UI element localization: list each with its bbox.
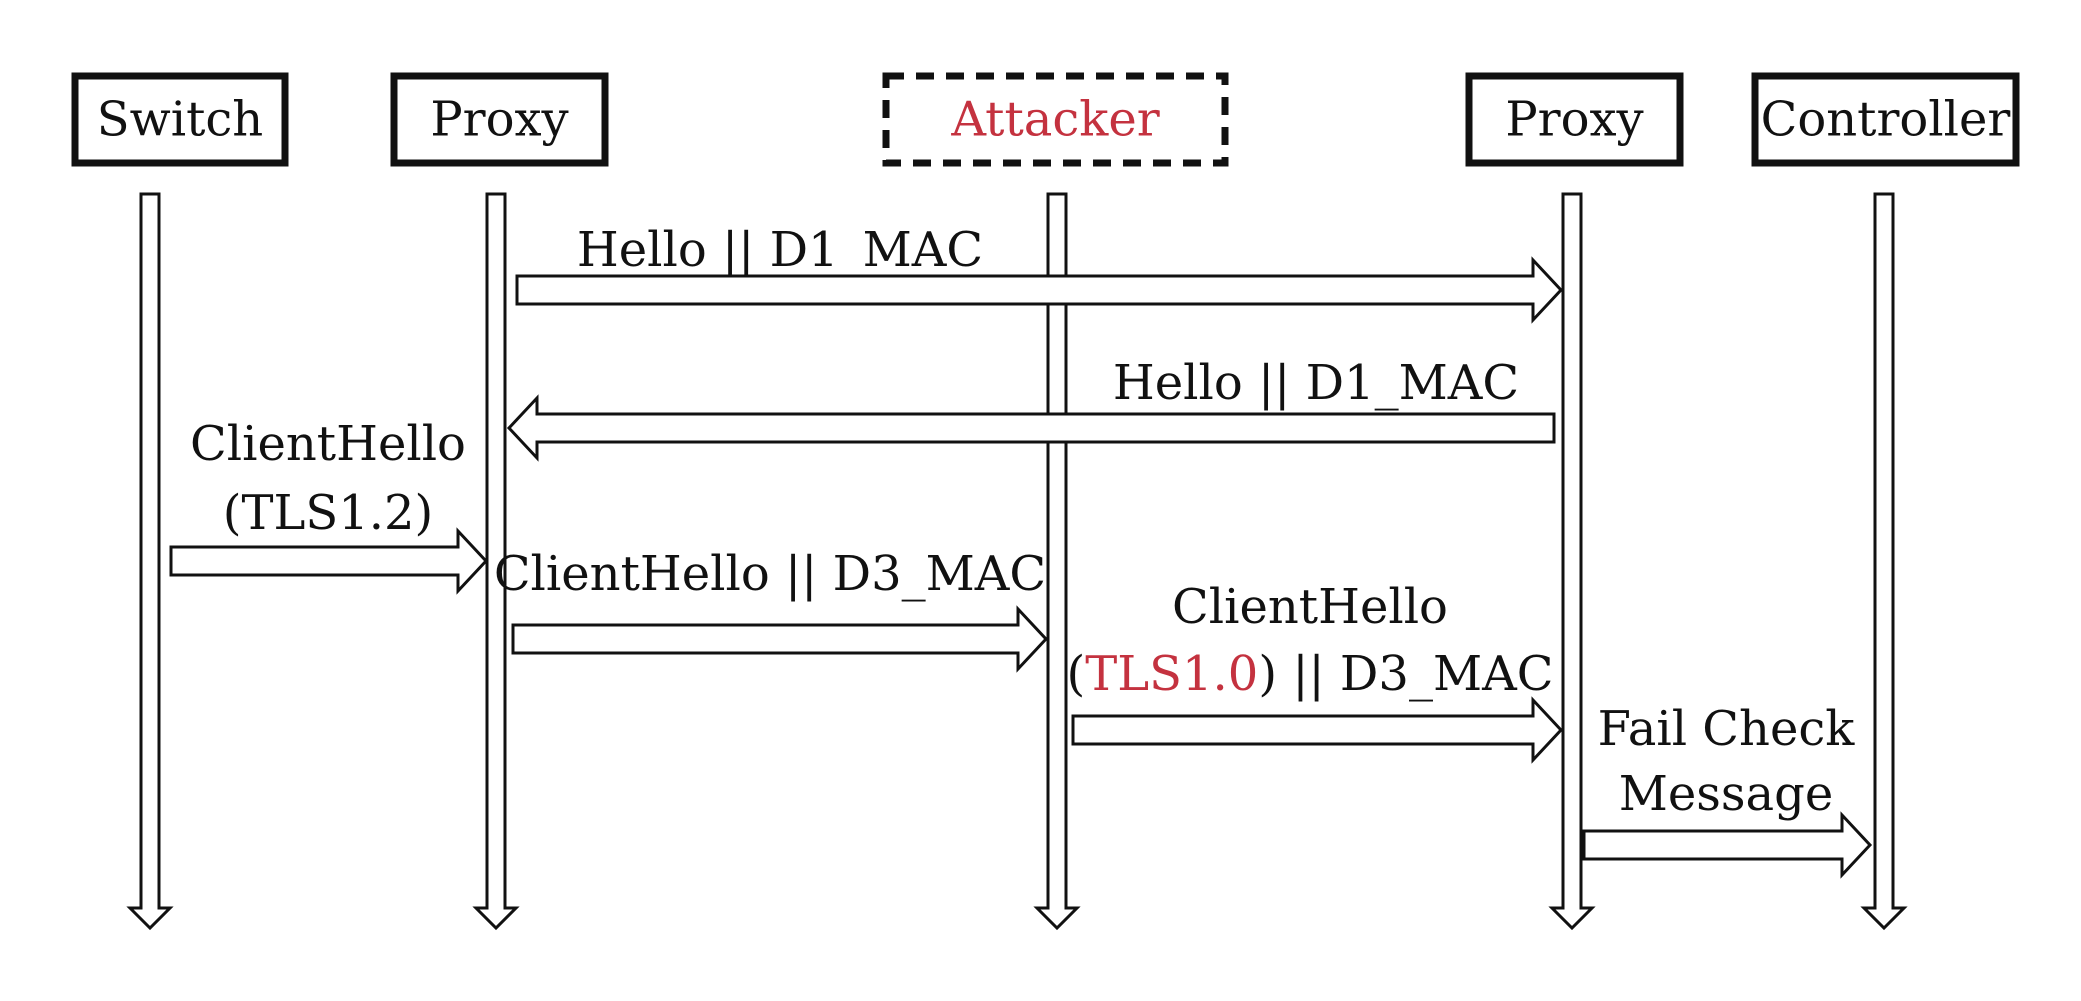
message-label-segment: ClientHello (190, 416, 466, 472)
lifeline-switch (126, 192, 174, 931)
message-label-clienthello-tls10-d3-line-2: (TLS1.0) || D3_MAC (1067, 646, 1554, 702)
lifeline-proxy-left (472, 192, 520, 931)
participant-box-switch (71, 72, 289, 167)
message-label-segment: Fail Check (1598, 701, 1856, 757)
message-label-segment: Message (1619, 766, 1834, 822)
message-label-fail-check-message-line-2: Message (1619, 766, 1834, 822)
message-label-segment: ClientHello (1172, 579, 1448, 635)
message-label-segment: ( (1067, 646, 1086, 702)
participant-box-proxy-right (1465, 72, 1684, 167)
message-arrow-hello-d1-forward (515, 256, 1564, 324)
message-arrow-fail-check-message (1582, 811, 1873, 879)
participant-box-attacker (882, 72, 1229, 167)
message-label-clienthello-tls12-line-2: (TLS1.2) (223, 485, 434, 541)
message-label-segment: ClientHello || D3_MAC (494, 546, 1046, 602)
message-label-fail-check-message-line-1: Fail Check (1598, 701, 1856, 757)
message-arrow-hello-d1-back (506, 394, 1556, 462)
lifeline-attacker (1033, 192, 1081, 931)
participant-box-proxy-left (390, 72, 609, 167)
message-label-segment: (TLS1.2) (223, 485, 434, 541)
participant-label-switch: Switch (97, 92, 263, 148)
message-arrow-clienthello-d3 (511, 605, 1049, 673)
message-label-clienthello-tls10-d3-line-1: ClientHello (1172, 579, 1448, 635)
message-label-segment: Hello || D1_MAC (577, 222, 983, 278)
message-arrow-clienthello-tls12 (169, 527, 489, 595)
lifeline-proxy-right (1548, 192, 1596, 931)
participant-label-controller: Controller (1761, 92, 2011, 148)
message-arrow-clienthello-tls10-d3 (1071, 696, 1564, 764)
participant-box-controller (1751, 72, 2020, 167)
message-label-clienthello-tls12-line-1: ClientHello (190, 416, 466, 472)
message-label-hello-d1-back-line-1: Hello || D1_MAC (1113, 355, 1519, 411)
participant-label-attacker: Attacker (950, 92, 1159, 148)
message-label-clienthello-d3-line-1: ClientHello || D3_MAC (494, 546, 1046, 602)
participant-label-proxy-right: Proxy (1505, 92, 1643, 148)
message-label-segment: TLS1.0 (1085, 646, 1258, 702)
message-label-hello-d1-forward-line-1: Hello || D1_MAC (577, 222, 983, 278)
participant-label-proxy-left: Proxy (430, 92, 568, 148)
message-label-segment: Hello || D1_MAC (1113, 355, 1519, 411)
lifeline-controller (1860, 192, 1908, 931)
message-label-segment: ) || D3_MAC (1258, 646, 1553, 702)
